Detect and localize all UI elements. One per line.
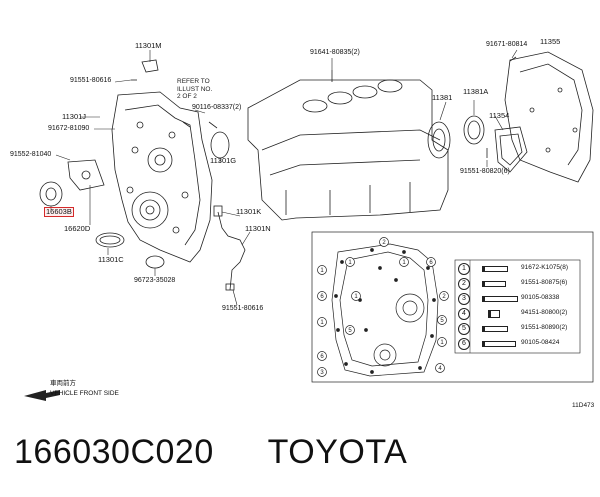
svg-text:1: 1 bbox=[320, 268, 324, 274]
bolt-table-index: 6 bbox=[458, 338, 470, 350]
callout-11354: 11354 bbox=[489, 111, 510, 120]
vehicle-front-jp: 車両前方 bbox=[50, 380, 76, 387]
svg-text:2: 2 bbox=[442, 294, 446, 300]
svg-text:5: 5 bbox=[348, 328, 352, 334]
callout-91672-81090: 91672-81090 bbox=[48, 125, 90, 132]
callout-11301M: 11301M bbox=[135, 41, 162, 50]
bolt-table-index: 4 bbox=[458, 308, 470, 320]
bolt-table-row: 4 94151-80800(2) bbox=[458, 308, 578, 321]
inset-box bbox=[311, 231, 594, 383]
callout-91551-80616-top: 91551-80616 bbox=[70, 77, 112, 84]
end-plate-11355 bbox=[504, 51, 594, 183]
bolt-table-row: 3 90105-08338 bbox=[458, 293, 578, 306]
stud-icon bbox=[488, 310, 500, 318]
bolt-table-part: 91551-80875(6) bbox=[521, 279, 568, 286]
bolt-icon bbox=[482, 341, 516, 347]
svg-text:6: 6 bbox=[429, 260, 433, 266]
bolt-table-part: 90105-08424 bbox=[521, 339, 560, 346]
callout-16620D: 16620D bbox=[64, 224, 91, 233]
idler-pulley bbox=[39, 181, 63, 207]
callout-91671-80814: 91671-80814 bbox=[486, 41, 528, 48]
callout-11301J: 11301J bbox=[62, 112, 87, 121]
callout-91641-80835: 91641-80835(2) bbox=[310, 49, 360, 56]
svg-text:1: 1 bbox=[402, 260, 406, 266]
callout-96723-35028: 96723-35028 bbox=[134, 277, 176, 284]
callout-91552-81040: 91552-81040 bbox=[10, 151, 52, 158]
part-number: 166030C020 bbox=[14, 433, 214, 471]
callout-91551-80820: 91551-80820(6) bbox=[460, 168, 510, 175]
bolt-table-part: 94151-80800(2) bbox=[521, 309, 568, 316]
inset-callouts bbox=[317, 237, 449, 377]
callout-11355: 11355 bbox=[540, 37, 561, 46]
svg-text:3: 3 bbox=[320, 370, 324, 376]
inset-cover-drawing bbox=[331, 243, 439, 377]
engine-block bbox=[247, 79, 449, 221]
svg-text:1: 1 bbox=[354, 294, 358, 300]
bolt-icon bbox=[482, 326, 508, 332]
bolt-table-frame bbox=[454, 259, 581, 354]
svg-text:1: 1 bbox=[348, 260, 352, 266]
bolt-icon bbox=[482, 266, 508, 272]
bolt-table-index: 3 bbox=[458, 293, 470, 305]
callout-11301C: 11301C bbox=[98, 255, 124, 264]
bolt-table-row: 5 91551-80890(2) bbox=[458, 323, 578, 336]
brand-name: TOYOTA bbox=[267, 433, 408, 471]
callout-90116-08337: 90116-08337(2) bbox=[192, 104, 242, 111]
callout-11301N: 11301N bbox=[245, 224, 271, 233]
callout-11381A: 11381A bbox=[463, 87, 489, 96]
vehicle-front-arrow bbox=[24, 390, 60, 401]
bolt-icon bbox=[482, 281, 506, 287]
svg-text:4: 4 bbox=[438, 366, 442, 372]
diagram-code: 11D473 bbox=[572, 402, 595, 409]
callout-11381: 11381 bbox=[432, 93, 453, 102]
svg-text:1: 1 bbox=[320, 320, 324, 326]
bolt-table-index: 5 bbox=[458, 323, 470, 335]
bolt-icon bbox=[482, 296, 518, 302]
callout-91551-80616-bottom: 91551-80616 bbox=[222, 305, 264, 312]
caption: 166030C020 TOYOTA bbox=[14, 432, 407, 472]
idler-bracket bbox=[67, 159, 105, 191]
bolt-table-part: 91551-80890(2) bbox=[521, 324, 568, 331]
callout-11301K: 11301K bbox=[236, 207, 262, 216]
cover-pulley-boss bbox=[131, 191, 169, 229]
bolt-table-row: 1 91672-K1075(8) bbox=[458, 263, 578, 276]
bolt-table-part: 90105-08338 bbox=[521, 294, 560, 301]
svg-text:2: 2 bbox=[382, 240, 386, 246]
bolt-table-row: 2 91551-80875(6) bbox=[458, 278, 578, 291]
svg-text:1: 1 bbox=[440, 340, 444, 346]
bolt-table-index: 1 bbox=[458, 263, 470, 275]
refer-note: REFER TO ILLUST NO. 2 OF 2 bbox=[177, 78, 213, 100]
retainer-cover bbox=[494, 126, 528, 173]
bolt-table-part: 91672-K1075(8) bbox=[521, 264, 568, 271]
svg-text:6: 6 bbox=[320, 354, 324, 360]
vehicle-front-en: VEHICLE FRONT SIDE bbox=[50, 390, 119, 397]
callout-16603B-highlighted[interactable]: 16603B bbox=[44, 207, 74, 217]
callout-11301G: 11301G bbox=[210, 156, 237, 165]
bolt-table-row: 6 90105-08424 bbox=[458, 338, 578, 351]
bolt-table-index: 2 bbox=[458, 278, 470, 290]
timing-chain-cover bbox=[111, 91, 213, 263]
svg-text:6: 6 bbox=[320, 294, 324, 300]
svg-text:5: 5 bbox=[440, 318, 444, 324]
